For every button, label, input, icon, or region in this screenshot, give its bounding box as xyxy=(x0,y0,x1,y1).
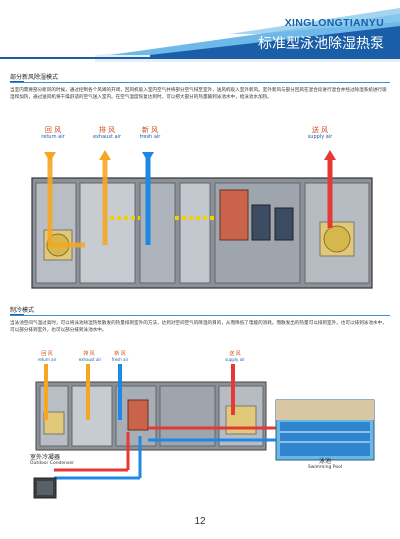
condenser-label-en: Outdoor Condenser xyxy=(30,461,74,466)
section1-title: 部分新风除湿模式 xyxy=(10,74,59,81)
header-banner xyxy=(0,8,400,62)
condenser-label-cn: 室外冷凝器 xyxy=(30,454,61,461)
s2-fresh-air-en: fresh air xyxy=(111,357,129,362)
s1-fresh-air-en: fresh air xyxy=(139,134,161,140)
s1-fresh-air-cn: 新 风 xyxy=(141,126,159,134)
s1-exhaust-air-en: exhaust air xyxy=(92,134,121,140)
s2-fresh-air-cn: 新 风 xyxy=(114,351,126,357)
s2-return-air-en: return air xyxy=(37,357,57,362)
section1-divider xyxy=(10,82,390,83)
page-number: 12 xyxy=(194,516,206,527)
pool-label-cn: 泳池 xyxy=(318,458,331,465)
s1-supply-air-cn: 送 风 xyxy=(311,126,329,134)
section2-divider xyxy=(10,315,390,316)
section2-title: 制冷模式 xyxy=(10,307,35,314)
partial-fresh-air-diagram xyxy=(31,150,373,289)
s2-exhaust-air-en: exhaust air xyxy=(78,357,102,362)
brand-english: XINGLONGTIANYU xyxy=(284,17,384,29)
section1-paragraph: 当室内需要部分新风的时候，通过控制各个风阀的开闭，回风机吸入室内空气并将部分空气… xyxy=(10,88,387,100)
cooling-mode-diagram xyxy=(33,364,375,499)
s2-exhaust-air-cn: 排 风 xyxy=(83,351,95,357)
s2-supply-air-en: supply air xyxy=(225,357,245,362)
s1-return-air-en: return air xyxy=(41,134,65,140)
s1-exhaust-air-cn: 排 风 xyxy=(98,126,116,134)
brand-chinese: 标准型泳池除湿热泵 xyxy=(258,36,384,52)
s2-supply-air-cn: 送 风 xyxy=(229,351,241,357)
s2-return-air-cn: 回 风 xyxy=(41,351,53,357)
s1-return-air-cn: 回 风 xyxy=(44,126,62,134)
s1-supply-air-en: supply air xyxy=(307,134,333,140)
pool-label-en: Swimming Pool xyxy=(307,465,343,470)
section2-paragraph: 当泳池空间气温过高时，可以将泳池除湿热泵散发的热量排到室外的方法，达到对空间空气… xyxy=(10,321,387,333)
